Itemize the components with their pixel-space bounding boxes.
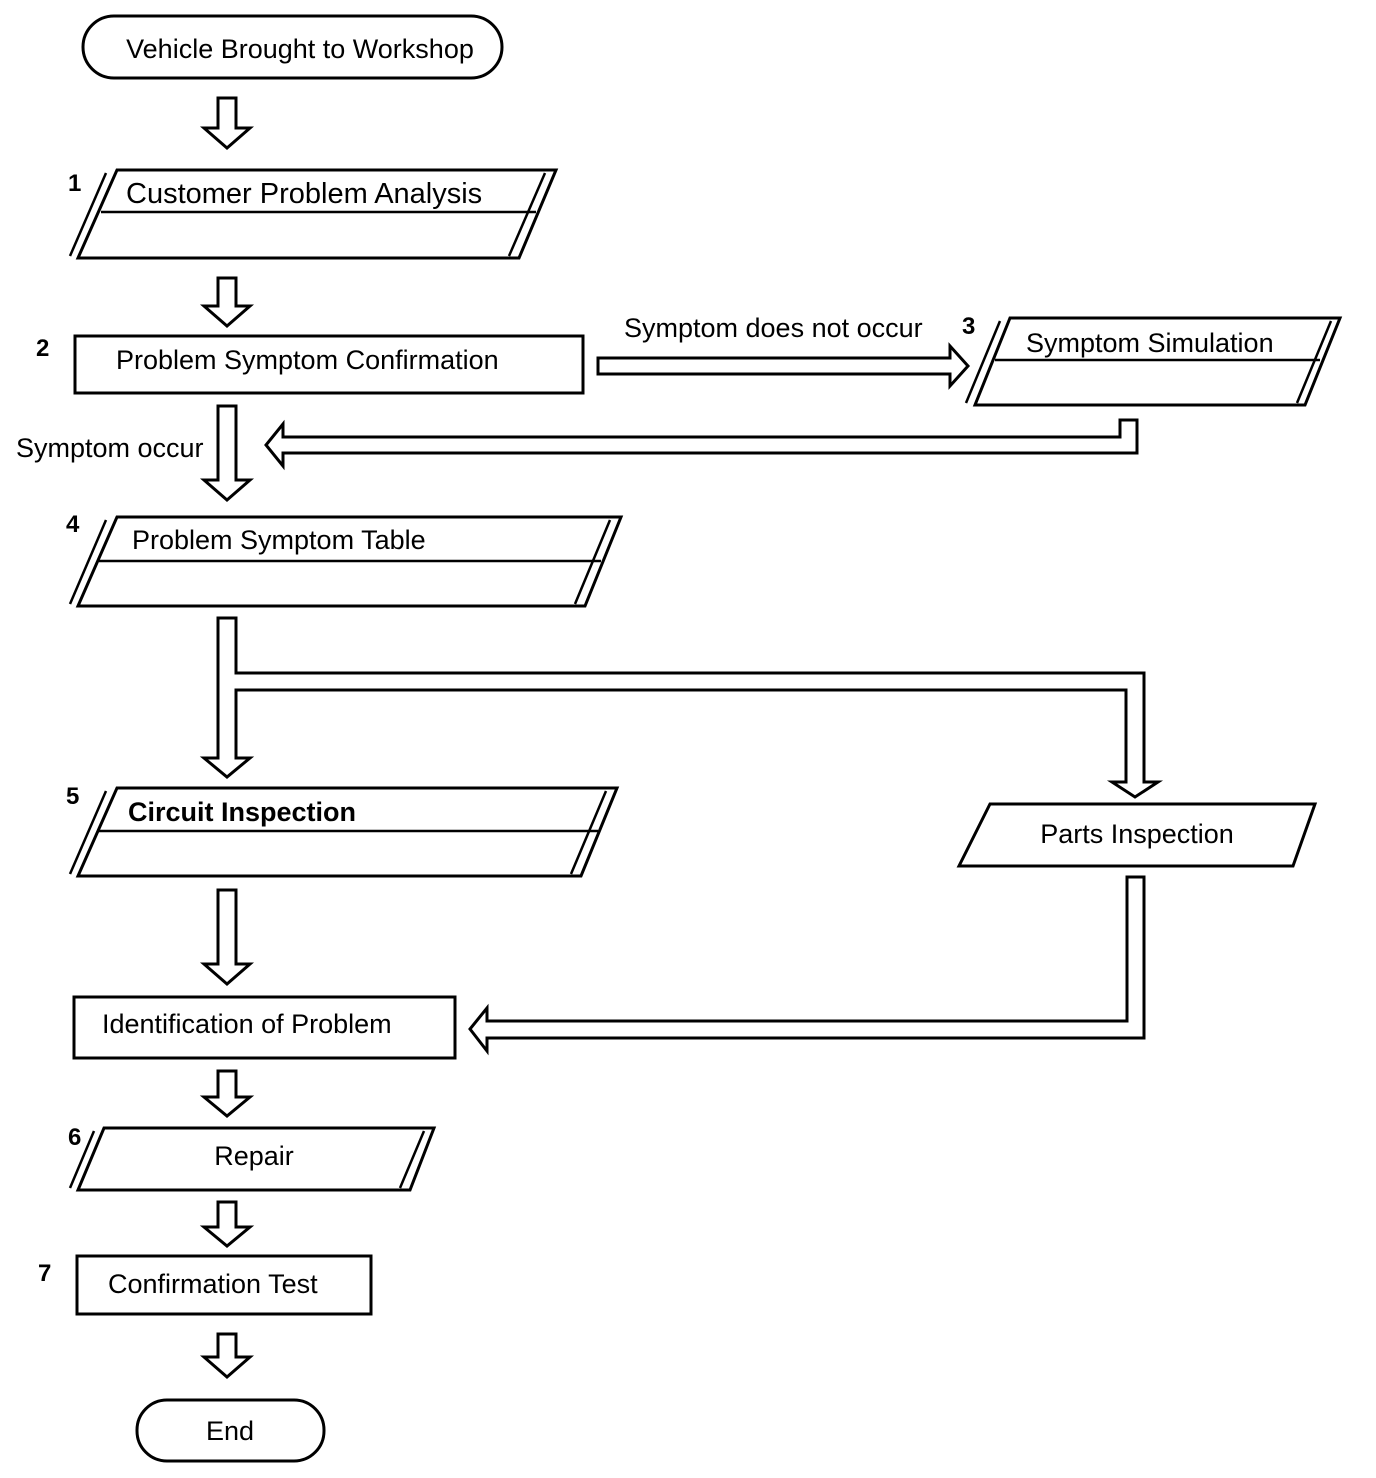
arrow-down-step7-to-end bbox=[199, 1332, 255, 1379]
arrow-down-step1-to-step2 bbox=[199, 276, 255, 328]
step-7-node: 7 Confirmation Test bbox=[38, 1254, 373, 1316]
arrow-split-step4-to-step5-and-parts bbox=[199, 616, 1164, 799]
identification-label: Identification of Problem bbox=[102, 1009, 392, 1039]
parts-inspection-node: Parts Inspection bbox=[956, 802, 1318, 868]
step-5-number: 5 bbox=[66, 783, 79, 810]
parts-inspection-label: Parts Inspection bbox=[1040, 819, 1234, 849]
step-6-number: 6 bbox=[68, 1124, 81, 1151]
branch-label-occur: Symptom occur bbox=[16, 433, 204, 463]
arrow-down-start-to-step1 bbox=[199, 96, 255, 150]
start-terminal: Vehicle Brought to Workshop bbox=[81, 14, 504, 80]
step-3-label: Symptom Simulation bbox=[1026, 328, 1274, 358]
step-6-node: 6 Repair bbox=[68, 1124, 437, 1192]
arrow-right-step2-to-step3 bbox=[596, 342, 971, 390]
branch-label-not-occur: Symptom does not occur bbox=[624, 313, 923, 343]
step-6-label: Repair bbox=[214, 1141, 294, 1171]
step-2-label: Problem Symptom Confirmation bbox=[116, 345, 499, 375]
step-7-number: 7 bbox=[38, 1260, 51, 1287]
arrow-return-step3-to-main bbox=[264, 418, 1139, 471]
arrow-down-step6-to-step7 bbox=[199, 1200, 255, 1248]
end-terminal: End bbox=[135, 1398, 326, 1463]
step-1-number: 1 bbox=[68, 170, 81, 197]
step-3-number: 3 bbox=[962, 313, 975, 340]
step-5-node: 5 Circuit Inspection bbox=[66, 783, 620, 878]
step-4-label: Problem Symptom Table bbox=[132, 525, 426, 555]
step-4-node: 4 Problem Symptom Table bbox=[66, 511, 624, 608]
step-1-label: Customer Problem Analysis bbox=[126, 178, 482, 210]
end-label: End bbox=[206, 1416, 254, 1446]
step-3-node: 3 Symptom Simulation bbox=[962, 313, 1343, 407]
identification-node: Identification of Problem bbox=[72, 995, 457, 1060]
arrow-down-step5-to-identification bbox=[199, 888, 255, 986]
step-2-number: 2 bbox=[36, 335, 49, 362]
step-1-node: 1 Customer Problem Analysis bbox=[68, 168, 559, 260]
step-4-number: 4 bbox=[66, 511, 80, 538]
step-5-label: Circuit Inspection bbox=[128, 797, 356, 827]
step-7-label: Confirmation Test bbox=[108, 1269, 318, 1299]
step-2-node: 2 Problem Symptom Confirmation bbox=[36, 334, 585, 395]
arrow-return-parts-to-identification bbox=[468, 875, 1146, 1056]
arrow-down-identification-to-step6 bbox=[199, 1069, 255, 1118]
start-label: Vehicle Brought to Workshop bbox=[126, 34, 474, 64]
arrow-down-step2-to-step4 bbox=[199, 404, 255, 502]
